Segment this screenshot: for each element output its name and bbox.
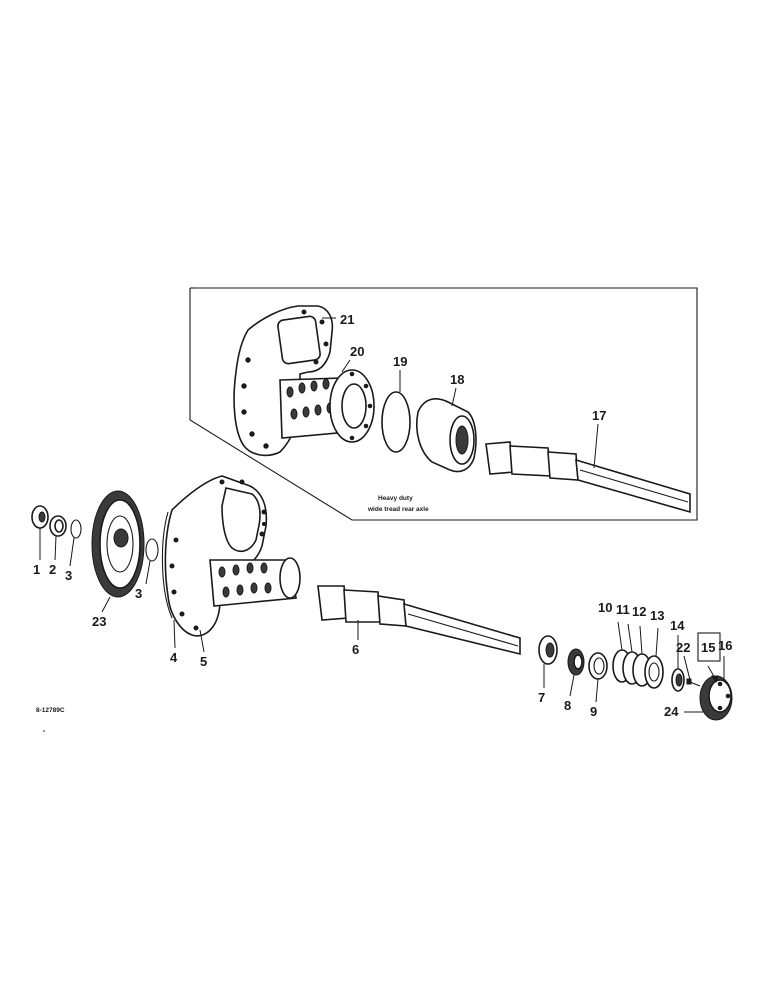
seal-part-9 bbox=[588, 652, 608, 680]
callout-17: 17 bbox=[592, 408, 606, 423]
callout-7: 7 bbox=[538, 690, 545, 705]
callouts: 1 2 3 23 3 4 5 6 7 8 9 10 11 12 13 14 22… bbox=[33, 312, 732, 719]
inset-caption-line1: Heavy duty bbox=[378, 495, 413, 502]
callout-24: 24 bbox=[664, 704, 679, 719]
inset-housing-21 bbox=[233, 305, 375, 457]
callout-23: 23 bbox=[92, 614, 106, 629]
callout-20: 20 bbox=[350, 344, 364, 359]
callout-8: 8 bbox=[564, 698, 571, 713]
callout-3a: 3 bbox=[65, 568, 72, 583]
callout-5: 5 bbox=[200, 654, 207, 669]
callout-22: 22 bbox=[676, 640, 690, 655]
callout-11: 11 bbox=[616, 602, 630, 617]
callout-19: 19 bbox=[393, 354, 407, 369]
snap-ring-part-3-b bbox=[145, 538, 159, 562]
callout-2: 2 bbox=[49, 562, 56, 577]
gasket-part-4 bbox=[161, 511, 173, 619]
drawing-number: 8-12789C bbox=[36, 707, 65, 714]
cup-part-7 bbox=[538, 635, 558, 665]
gear-part-23 bbox=[91, 490, 145, 598]
leader-lines bbox=[39, 317, 725, 713]
inset-frame bbox=[189, 287, 698, 521]
housing-part-5 bbox=[164, 475, 301, 637]
callout-4: 4 bbox=[170, 650, 178, 665]
inset-oring-19 bbox=[381, 391, 411, 453]
callout-18: 18 bbox=[450, 372, 464, 387]
bolt-part-22 bbox=[686, 678, 701, 687]
ring-part-14 bbox=[671, 668, 685, 692]
inset-bearing-housing-18 bbox=[416, 398, 477, 473]
kit-bracket-15 bbox=[697, 632, 721, 662]
callout-13: 13 bbox=[650, 608, 664, 623]
speck bbox=[43, 730, 45, 732]
callout-21: 21 bbox=[340, 312, 354, 327]
end-cap-part-16 bbox=[699, 675, 733, 721]
callout-6: 6 bbox=[352, 642, 359, 657]
ring-part-2 bbox=[49, 515, 67, 537]
callout-14: 14 bbox=[670, 618, 685, 633]
tube-holes bbox=[218, 562, 272, 598]
callout-1: 1 bbox=[33, 562, 40, 577]
bearing-cone-part-8 bbox=[567, 648, 585, 676]
snap-ring-part-3-a bbox=[70, 519, 82, 539]
callout-10: 10 bbox=[598, 600, 612, 615]
cup-part-1 bbox=[31, 505, 49, 529]
inset-axle-shaft-17 bbox=[485, 441, 691, 514]
callout-9: 9 bbox=[590, 704, 597, 719]
axle-shaft-part-6 bbox=[317, 585, 521, 656]
inset-caption-line2: wide tread rear axle bbox=[367, 506, 429, 513]
callout-15: 15 bbox=[701, 640, 715, 655]
lock-washers-parts-10-13 bbox=[612, 649, 664, 689]
bolt-part-15 bbox=[707, 665, 719, 684]
callout-16: 16 bbox=[718, 638, 732, 653]
callout-12: 12 bbox=[632, 604, 646, 619]
callout-3b: 3 bbox=[135, 586, 142, 601]
